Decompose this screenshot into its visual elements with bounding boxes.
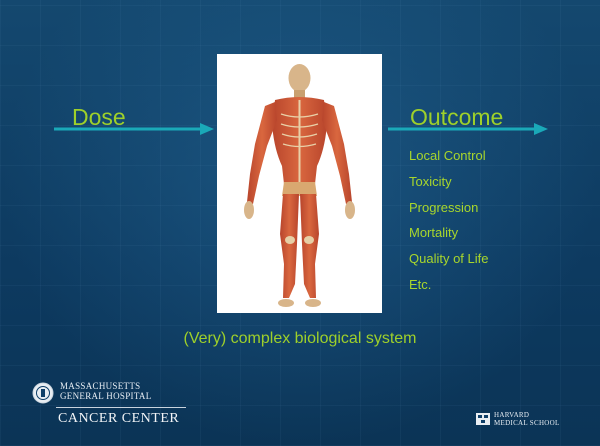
outcome-item: Progression bbox=[409, 195, 489, 221]
mgh-cancer-center-logo: MASSACHUSETTS GENERAL HOSPITAL CANCER CE… bbox=[20, 377, 190, 437]
outcome-item: Quality of Life bbox=[409, 246, 489, 272]
human-figure-icon bbox=[217, 54, 382, 313]
outcome-item: Etc. bbox=[409, 272, 489, 298]
mgh-seal-icon bbox=[32, 382, 54, 404]
harvard-name: HARVARD MEDICAL SCHOOL bbox=[494, 412, 560, 427]
outcome-item: Mortality bbox=[409, 220, 489, 246]
dose-arrow-icon bbox=[54, 122, 214, 136]
outcome-item: Local Control bbox=[409, 143, 489, 169]
harvard-medical-school-logo: HARVARD MEDICAL SCHOOL bbox=[476, 412, 586, 428]
mgh-divider bbox=[56, 407, 186, 408]
outcome-item: Toxicity bbox=[409, 169, 489, 195]
outcome-arrow-icon bbox=[388, 122, 548, 136]
harvard-shield-icon bbox=[476, 413, 490, 425]
mgh-name: MASSACHUSETTS GENERAL HOSPITAL bbox=[60, 381, 152, 401]
anatomy-image bbox=[217, 54, 382, 313]
outcome-list: Local Control Toxicity Progression Morta… bbox=[409, 143, 489, 298]
mgh-cancer-center: CANCER CENTER bbox=[58, 411, 179, 427]
slide-caption: (Very) complex biological system bbox=[0, 330, 600, 348]
